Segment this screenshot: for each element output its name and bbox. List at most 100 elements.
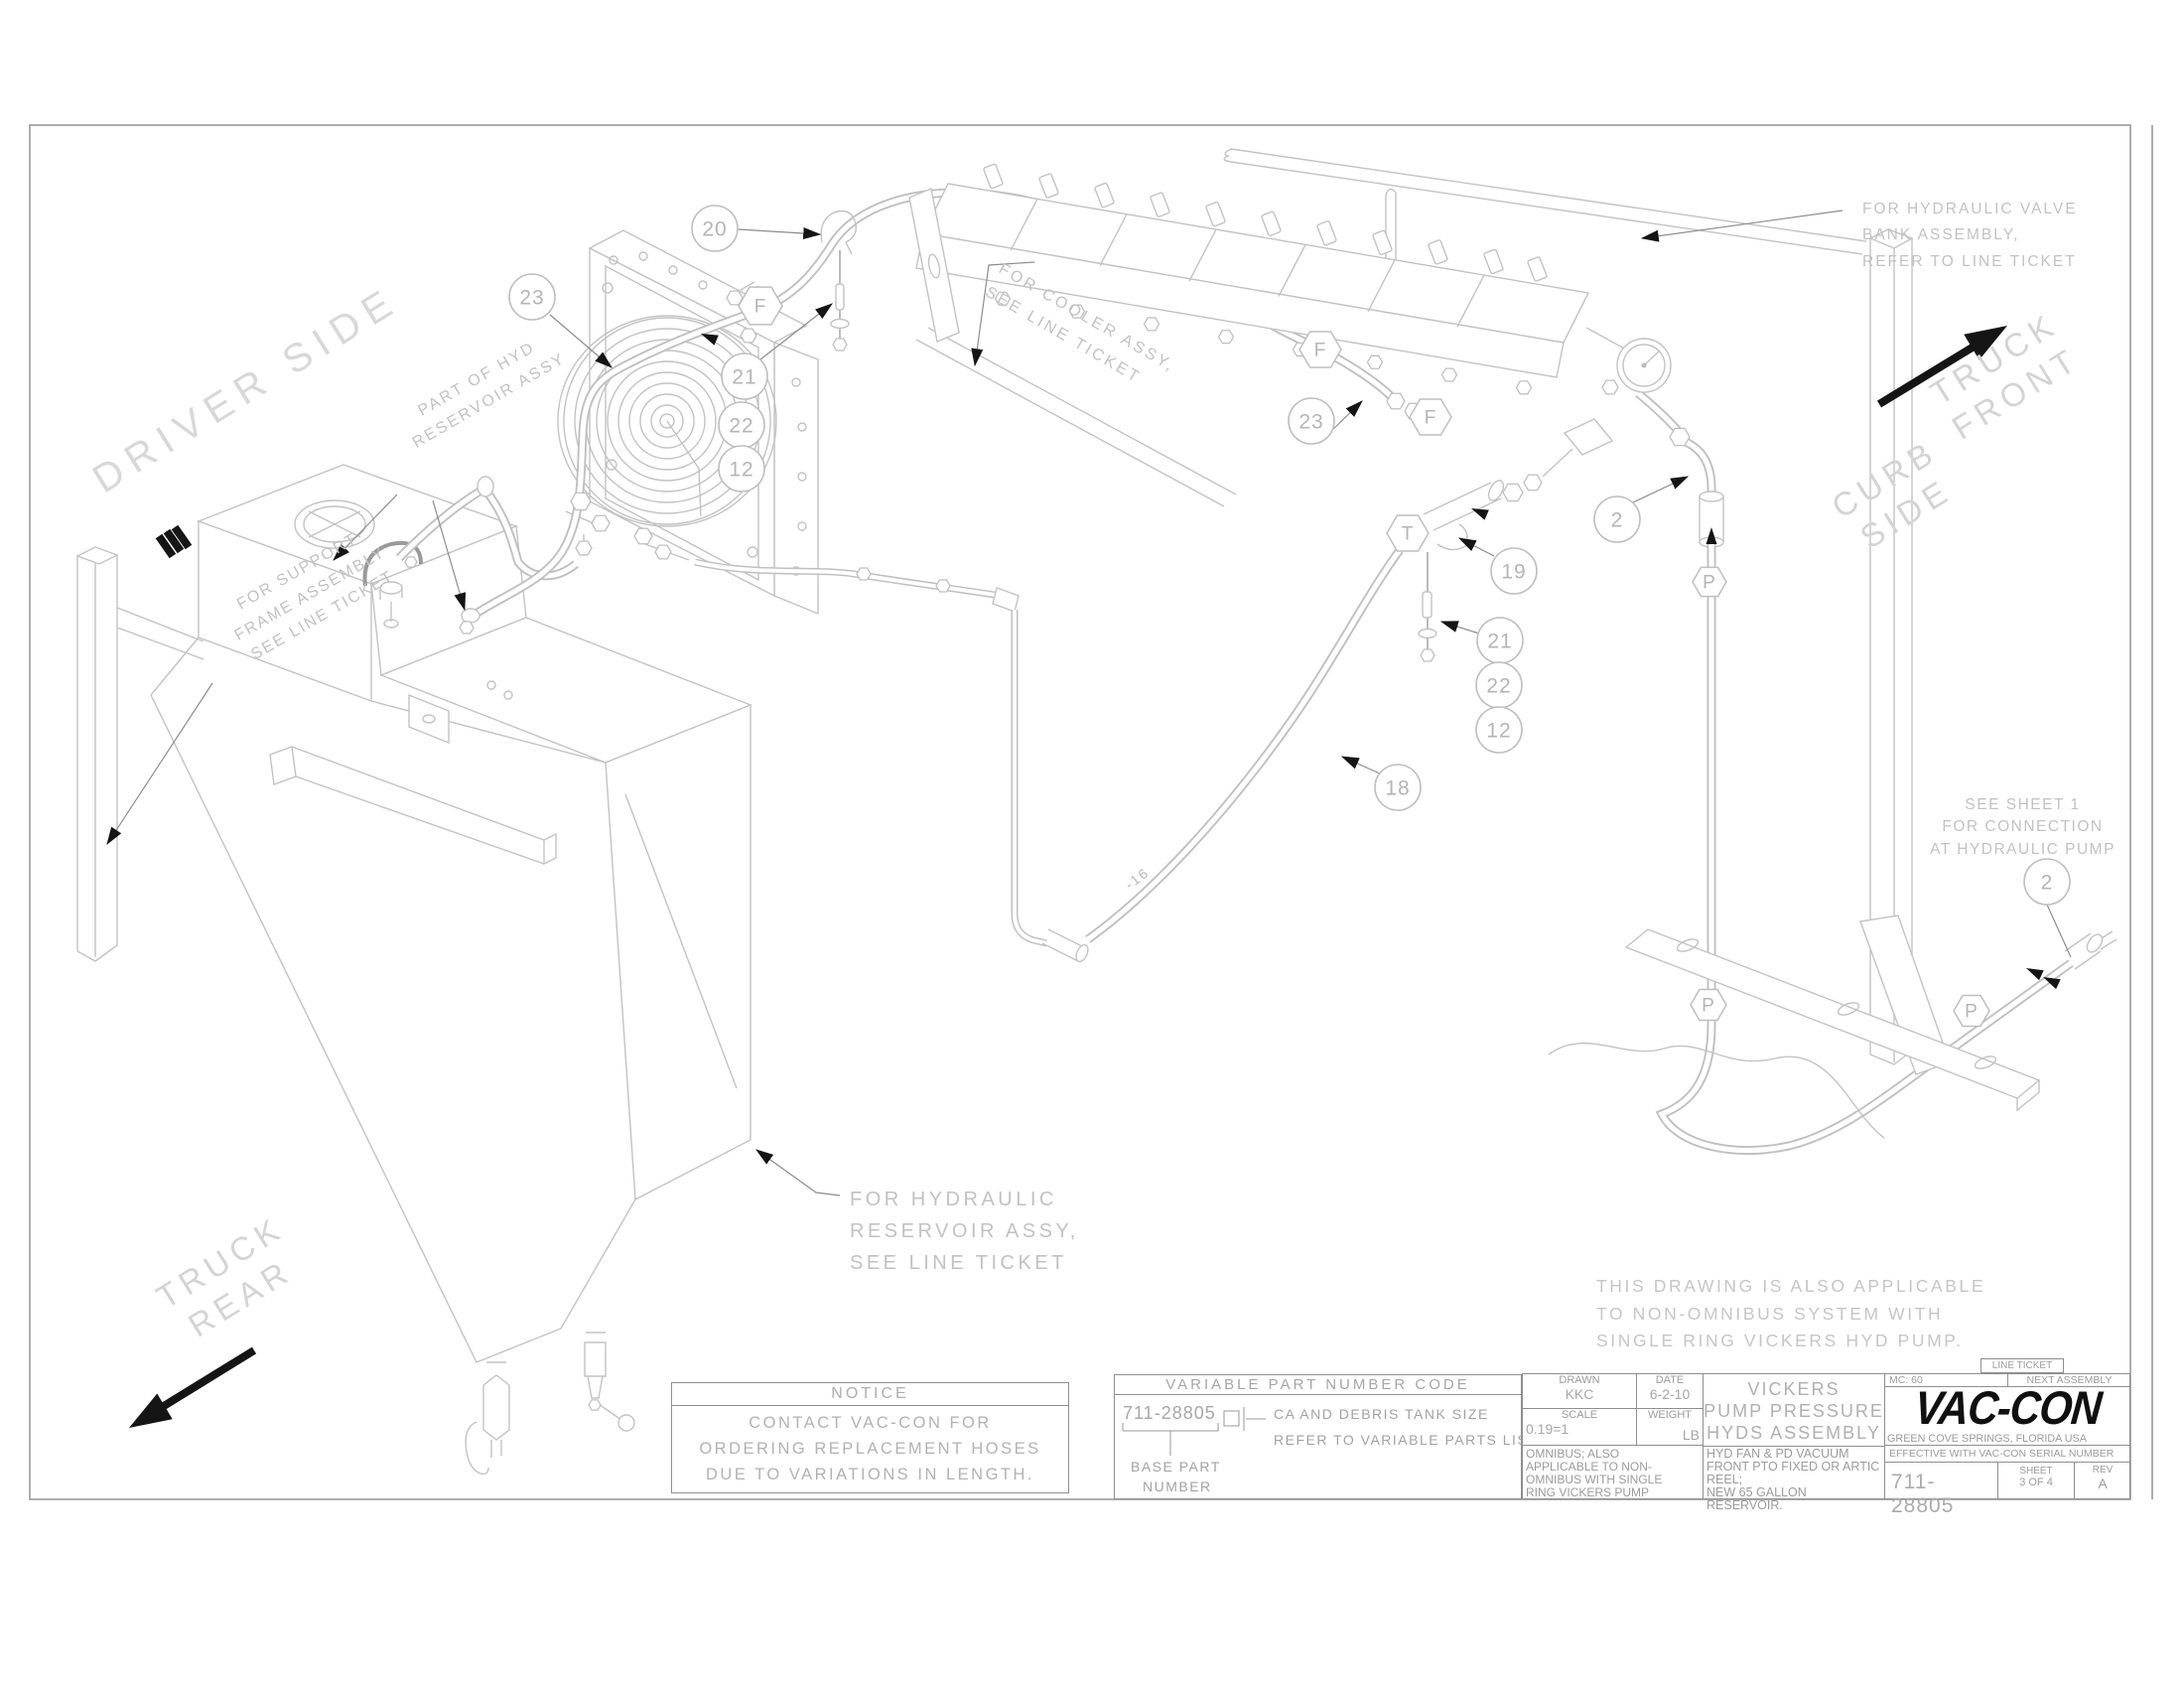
rev-cell: REV A [2074, 1463, 2130, 1499]
pressure-gauge [1585, 327, 1672, 393]
vac-con-logo-text: VAC-CON [1912, 1382, 2104, 1435]
note-valve-bank: FOR HYDRAULIC VALVE BANK ASSEMBLY, REFER… [1862, 197, 2078, 275]
variable-part-art [1122, 1407, 1266, 1456]
omnibus-line: RING VICKERS PUMP [1526, 1485, 1650, 1499]
mc-number: MC: 60 [1885, 1374, 2007, 1387]
leader-lines [106, 210, 2072, 1196]
omnibus-line: APPLICABLE TO NON- [1526, 1460, 1652, 1474]
oil-cooler [557, 229, 819, 616]
omnibus-line: OMNIBUS WITH SINGLE [1526, 1473, 1663, 1486]
callout-2: 2 [2023, 858, 2071, 906]
note-line: BANK ASSEMBLY, [1862, 226, 2020, 244]
callout-12: 12 [1475, 706, 1523, 754]
svg-text:F: F [1314, 341, 1327, 361]
omnibus-note: OMNIBUS; ALSO APPLICABLE TO NON- OMNIBUS… [1523, 1446, 1703, 1499]
callout-2: 2 [1593, 495, 1641, 543]
fittings [404, 290, 1691, 1411]
sheet-label: SHEET [2019, 1466, 2053, 1477]
note-line: REFER TO LINE TICKET [1862, 252, 2077, 270]
port-marker-T: T [1386, 514, 1430, 552]
variable-note-line: REFER TO VARIABLE PARTS LIST [1274, 1432, 1539, 1448]
variable-part-number: 711-28805 [1123, 1403, 1216, 1423]
notice-line: DUE TO VARIATIONS IN LENGTH. [706, 1466, 1034, 1483]
scale-label: SCALE [1561, 1409, 1598, 1421]
truck-rear-arrow [129, 1346, 257, 1428]
sheet-border [29, 124, 2153, 1500]
base-part-label: NUMBER [1143, 1478, 1212, 1494]
curb-side-frame [1548, 228, 2041, 1139]
brand-city: GREEN COVE SPRINGS, FLORIDA USA [1885, 1433, 2130, 1446]
callout-12: 12 [718, 445, 765, 492]
drawn-cell: DRAWN KKC [1523, 1374, 1637, 1409]
title-line: HYDS ASSEMBLY [1706, 1423, 1881, 1443]
weight-cell: WEIGHT LB [1637, 1409, 1703, 1446]
sheet-cell: SHEET 3 OF 4 [1997, 1463, 2074, 1499]
callout-21: 21 [721, 352, 768, 400]
svg-text:23: 23 [1298, 411, 1323, 434]
note-see-sheet1: SEE SHEET 1 FOR CONNECTION AT HYDRAULIC … [1926, 794, 2119, 861]
note-hyd-reservoir: FOR HYDRAULIC RESERVOIR ASSY, SEE LINE T… [850, 1184, 1079, 1279]
rev-value: A [2098, 1476, 2108, 1491]
hydraulic-valve-bank [908, 163, 1672, 393]
note-line: FOR CONNECTION [1942, 818, 2104, 836]
vac-con-logo: VAC-CON [1885, 1383, 2130, 1435]
port-marker-F: F [1298, 331, 1342, 368]
flow-arrows [701, 334, 2061, 990]
desc-line: REEL; [1706, 1473, 1743, 1486]
svg-text:T: T [1402, 524, 1415, 545]
title-part-number: 711-28805 [1891, 1471, 1955, 1517]
svg-text:12: 12 [1486, 720, 1511, 743]
svg-text:22: 22 [729, 415, 753, 438]
desc-line: FRONT PTO FIXED OR ARTIC [1706, 1460, 1880, 1474]
svg-text:19: 19 [1501, 561, 1526, 584]
date-label: DATE [1655, 1374, 1685, 1386]
note-line: RESERVOIR ASSY, [850, 1220, 1079, 1242]
svg-text:2: 2 [2041, 872, 2054, 895]
next-assembly: NEXT ASSEMBLY [2007, 1374, 2130, 1387]
scale-cell: SCALE 0.19=1 [1523, 1409, 1637, 1446]
callout-19: 19 [1490, 547, 1538, 595]
desc-line: NEW 65 GALLON RESERVOIR. [1706, 1485, 1807, 1512]
port-marker-P: P [1692, 566, 1727, 598]
callout-21: 21 [1476, 617, 1524, 664]
weight-unit: LB [1682, 1427, 1700, 1443]
note-line: FOR HYDRAULIC [850, 1189, 1057, 1210]
svg-text:23: 23 [519, 287, 544, 310]
svg-text:P: P [1702, 996, 1715, 1017]
notice-title: NOTICE [672, 1383, 1068, 1406]
drawn-value: KKC [1565, 1386, 1594, 1402]
notice-box: NOTICE CONTACT VAC-CON FOR ORDERING REPL… [671, 1382, 1069, 1493]
callout-23: 23 [508, 273, 556, 321]
omnibus-line: OMNIBUS; ALSO [1526, 1447, 1620, 1461]
note-line: THIS DRAWING IS ALSO APPLICABLE [1596, 1276, 1986, 1296]
note-also-applicable: THIS DRAWING IS ALSO APPLICABLE TO NON-O… [1596, 1273, 1985, 1355]
svg-text:F: F [1425, 408, 1437, 429]
brand-cell: MC: 60 NEXT ASSEMBLY LINE TICKET VAC-CON… [1884, 1358, 2130, 1517]
svg-text:18: 18 [1385, 777, 1410, 800]
support-frame-structure [75, 524, 557, 962]
notice-line: ORDERING REPLACEMENT HOSES [699, 1440, 1041, 1458]
scale-value: 0.19=1 [1526, 1421, 1570, 1437]
title-block: DRAWN KKC DATE 6-2-10 SCALE 0.19=1 WEIGH… [1522, 1358, 2130, 1517]
truck-front-arrow [1876, 326, 2007, 408]
variable-part-title: VARIABLE PART NUMBER CODE [1115, 1375, 1521, 1395]
svg-text:2: 2 [1611, 509, 1624, 532]
variable-part-box: VARIABLE PART NUMBER CODE 711-28805 CA A… [1114, 1374, 1537, 1499]
svg-text:21: 21 [732, 366, 756, 389]
sheet-value: 3 OF 4 [2019, 1477, 2053, 1488]
svg-text:22: 22 [1486, 675, 1511, 698]
drain-valves [465, 1332, 635, 1476]
weight-label: WEIGHT [1648, 1409, 1692, 1421]
note-line: AT HYDRAULIC PUMP [1930, 840, 2116, 858]
date-value: 6-2-10 [1649, 1386, 1691, 1402]
callout-23: 23 [1288, 397, 1335, 445]
port-marker-F: F [738, 286, 783, 326]
callout-20: 20 [691, 205, 739, 252]
drawn-label: DRAWN [1559, 1374, 1600, 1386]
svg-text:12: 12 [729, 459, 753, 482]
note-line: SEE SHEET 1 [1965, 796, 2081, 813]
port-marker-P: P [1690, 988, 1727, 1022]
drawing-title: VICKERS PUMP PRESSURE HYDS ASSEMBLY [1703, 1374, 1884, 1446]
callout-22: 22 [718, 401, 765, 449]
